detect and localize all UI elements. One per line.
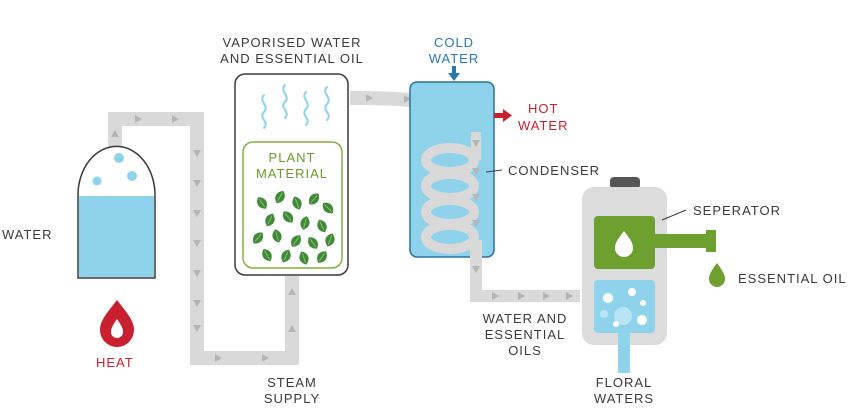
vaporised-label-line2: AND ESSENTIAL OIL — [220, 51, 364, 66]
floral-label-line2: WATERS — [594, 391, 654, 406]
leaf-vein — [327, 235, 333, 245]
arrow-icon — [566, 292, 573, 300]
arrow-icon — [193, 300, 201, 307]
heat-label: HEAT — [96, 355, 134, 370]
leaves — [253, 190, 335, 265]
arrow-icon — [193, 210, 201, 217]
arrow-icon — [172, 115, 179, 123]
leaf-vein — [319, 221, 325, 231]
leaf-vein — [267, 215, 273, 225]
separator-unit — [582, 177, 716, 373]
arrow-icon — [262, 354, 269, 362]
leaf-vein — [283, 251, 289, 261]
water-label: WATER — [2, 227, 53, 242]
condenser-coil — [421, 132, 481, 254]
arrow-icon — [193, 150, 201, 157]
arrow-icon — [543, 292, 550, 300]
hot-label-line2: WATER — [518, 118, 569, 133]
leaf-vein — [301, 253, 307, 263]
condenser-label: CONDENSER — [508, 163, 600, 178]
leaf-vein — [277, 192, 283, 202]
hot-label-line1: HOT — [528, 101, 558, 116]
arrow-icon — [492, 292, 499, 300]
coil-arrows — [472, 140, 480, 227]
arrow-icon — [193, 180, 201, 187]
leaf-vein — [292, 236, 300, 246]
arrow-icon — [518, 292, 525, 300]
drop-icon — [615, 231, 633, 257]
seperator-leader-line — [661, 209, 687, 221]
arrow-icon — [135, 115, 142, 123]
leaf-vein — [310, 194, 318, 204]
arrow-icon — [288, 325, 296, 332]
leaf-vein — [284, 212, 292, 222]
essential-oil-label: ESSENTIAL OIL — [738, 271, 847, 286]
steam-pipe-arrows — [111, 115, 296, 362]
leaf-vein — [254, 233, 262, 243]
floral-label-line1: FLORAL — [596, 375, 653, 390]
arrow-icon — [193, 325, 201, 332]
cold-label-line2: WATER — [429, 51, 480, 66]
water-oils-label-line1: WATER AND — [483, 311, 568, 326]
arrow-icon — [472, 140, 480, 147]
outlet-pipe-arrows — [472, 266, 573, 300]
arrow-icon — [288, 288, 296, 295]
seperator-label: SEPERATOR — [693, 203, 781, 218]
hot-water-arrow-icon — [494, 109, 512, 122]
arrow-icon — [366, 94, 373, 102]
arrow-icon — [193, 270, 201, 277]
steam-label-line2: SUPPLY — [264, 391, 320, 406]
arrow-icon — [404, 95, 411, 103]
flame-drop-icon — [100, 300, 134, 347]
vaporised-label-line1: VAPORISED WATER — [223, 35, 362, 50]
cold-label-line1: COLD — [434, 35, 474, 50]
vapour-pipe-arrows — [366, 94, 411, 103]
plant-label-line2: MATERIAL — [256, 166, 328, 181]
water-flask — [77, 145, 156, 279]
leaf-vein — [324, 204, 332, 212]
leaf-vein — [309, 238, 317, 248]
leaf-vein — [318, 252, 326, 262]
arrow-icon — [111, 130, 119, 137]
leaf-vein — [294, 198, 300, 208]
arrow-icon — [193, 240, 201, 247]
arrow-icon — [472, 194, 480, 201]
plant-material-box — [242, 141, 343, 269]
steam-pipe — [108, 112, 299, 365]
arrow-icon — [215, 354, 222, 362]
leaf-vein — [275, 231, 279, 241]
steam-wave-icon — [261, 84, 330, 129]
steam-label-line1: STEAM — [267, 375, 317, 390]
water-oils-label-line3: OILS — [508, 343, 542, 358]
cold-water-arrow-icon — [448, 66, 460, 81]
condenser-leader-line — [485, 169, 503, 173]
leaf-vein — [303, 218, 307, 228]
leaf-vein — [264, 250, 270, 260]
arrow-icon — [472, 168, 480, 175]
arrow-icon — [472, 266, 480, 273]
arrow-icon — [472, 220, 480, 227]
water-oils-label-line2: ESSENTIAL — [485, 327, 566, 342]
essential-oil-drop-icon — [709, 263, 725, 287]
plant-label-line1: PLANT — [269, 150, 316, 165]
leaf-vein — [258, 198, 266, 208]
